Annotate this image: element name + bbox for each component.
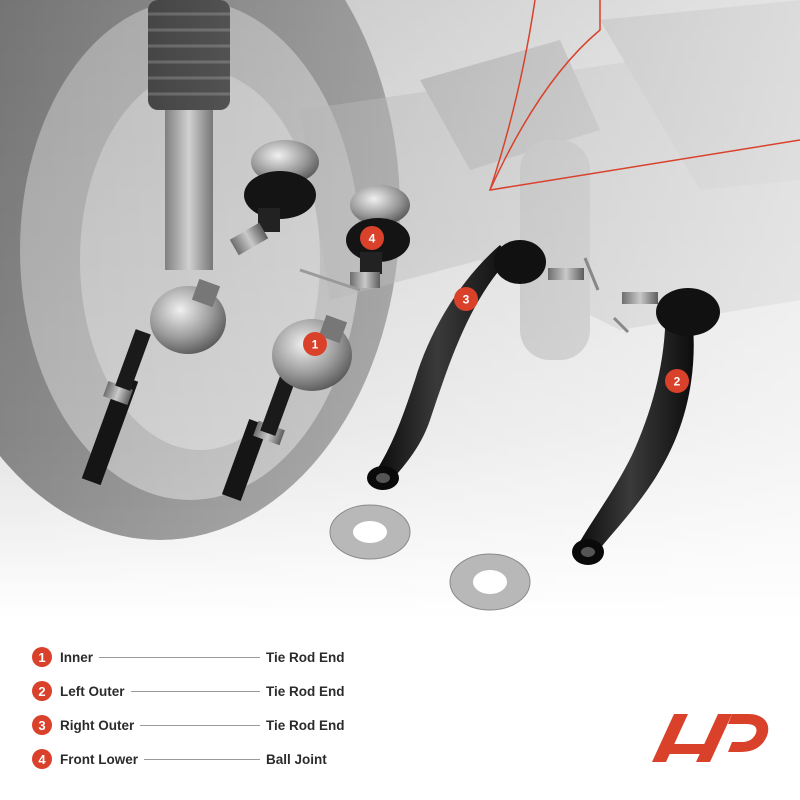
legend-divider xyxy=(99,656,260,658)
legend-part-type: Tie Rod End xyxy=(266,683,345,699)
suspension-photo: 1 2 3 4 xyxy=(0,0,800,620)
callout-3: 3 xyxy=(454,287,478,311)
callout-4: 4 xyxy=(360,226,384,250)
outer-tie-rod-3 xyxy=(367,240,600,490)
legend-number: 2 xyxy=(32,681,52,701)
ball-joint-left xyxy=(229,140,319,256)
svg-text:1: 1 xyxy=(312,338,319,352)
legend-number: 4 xyxy=(32,749,52,769)
legend-part-name: Inner xyxy=(60,649,94,665)
callout-1: 1 xyxy=(303,332,327,356)
washer-right xyxy=(449,553,531,611)
legend-part-name: Right Outer xyxy=(60,717,135,733)
legend-item-2: 2 Left Outer Tie Rod End xyxy=(32,674,352,708)
legend-divider xyxy=(144,758,260,760)
legend-divider xyxy=(140,724,260,726)
legend-divider xyxy=(130,690,260,692)
legend-number: 3 xyxy=(32,715,52,735)
legend-item-1: 1 Inner Tie Rod End xyxy=(32,640,352,674)
inner-tie-rod-left xyxy=(81,278,226,486)
legend-item-3: 3 Right Outer Tie Rod End xyxy=(32,708,352,742)
parts-legend: 1 Inner Tie Rod End 2 Left Outer Tie Rod… xyxy=(32,640,352,776)
outer-tie-rod-2 xyxy=(572,288,720,565)
legend-number: 1 xyxy=(32,647,52,667)
svg-text:4: 4 xyxy=(369,232,376,246)
legend-part-type: Tie Rod End xyxy=(266,649,345,665)
svg-text:3: 3 xyxy=(463,293,470,307)
legend-part-type: Tie Rod End xyxy=(266,717,345,733)
accent-lines xyxy=(488,0,800,191)
callout-2: 2 xyxy=(665,369,689,393)
svg-text:2: 2 xyxy=(674,375,681,389)
brand-logo-icon xyxy=(652,714,769,762)
legend-part-type: Ball Joint xyxy=(266,751,327,767)
washer-left xyxy=(329,504,411,560)
legend-part-name: Front Lower xyxy=(60,751,138,767)
legend-part-name: Left Outer xyxy=(60,683,125,699)
legend-item-4: 4 Front Lower Ball Joint xyxy=(32,742,352,776)
